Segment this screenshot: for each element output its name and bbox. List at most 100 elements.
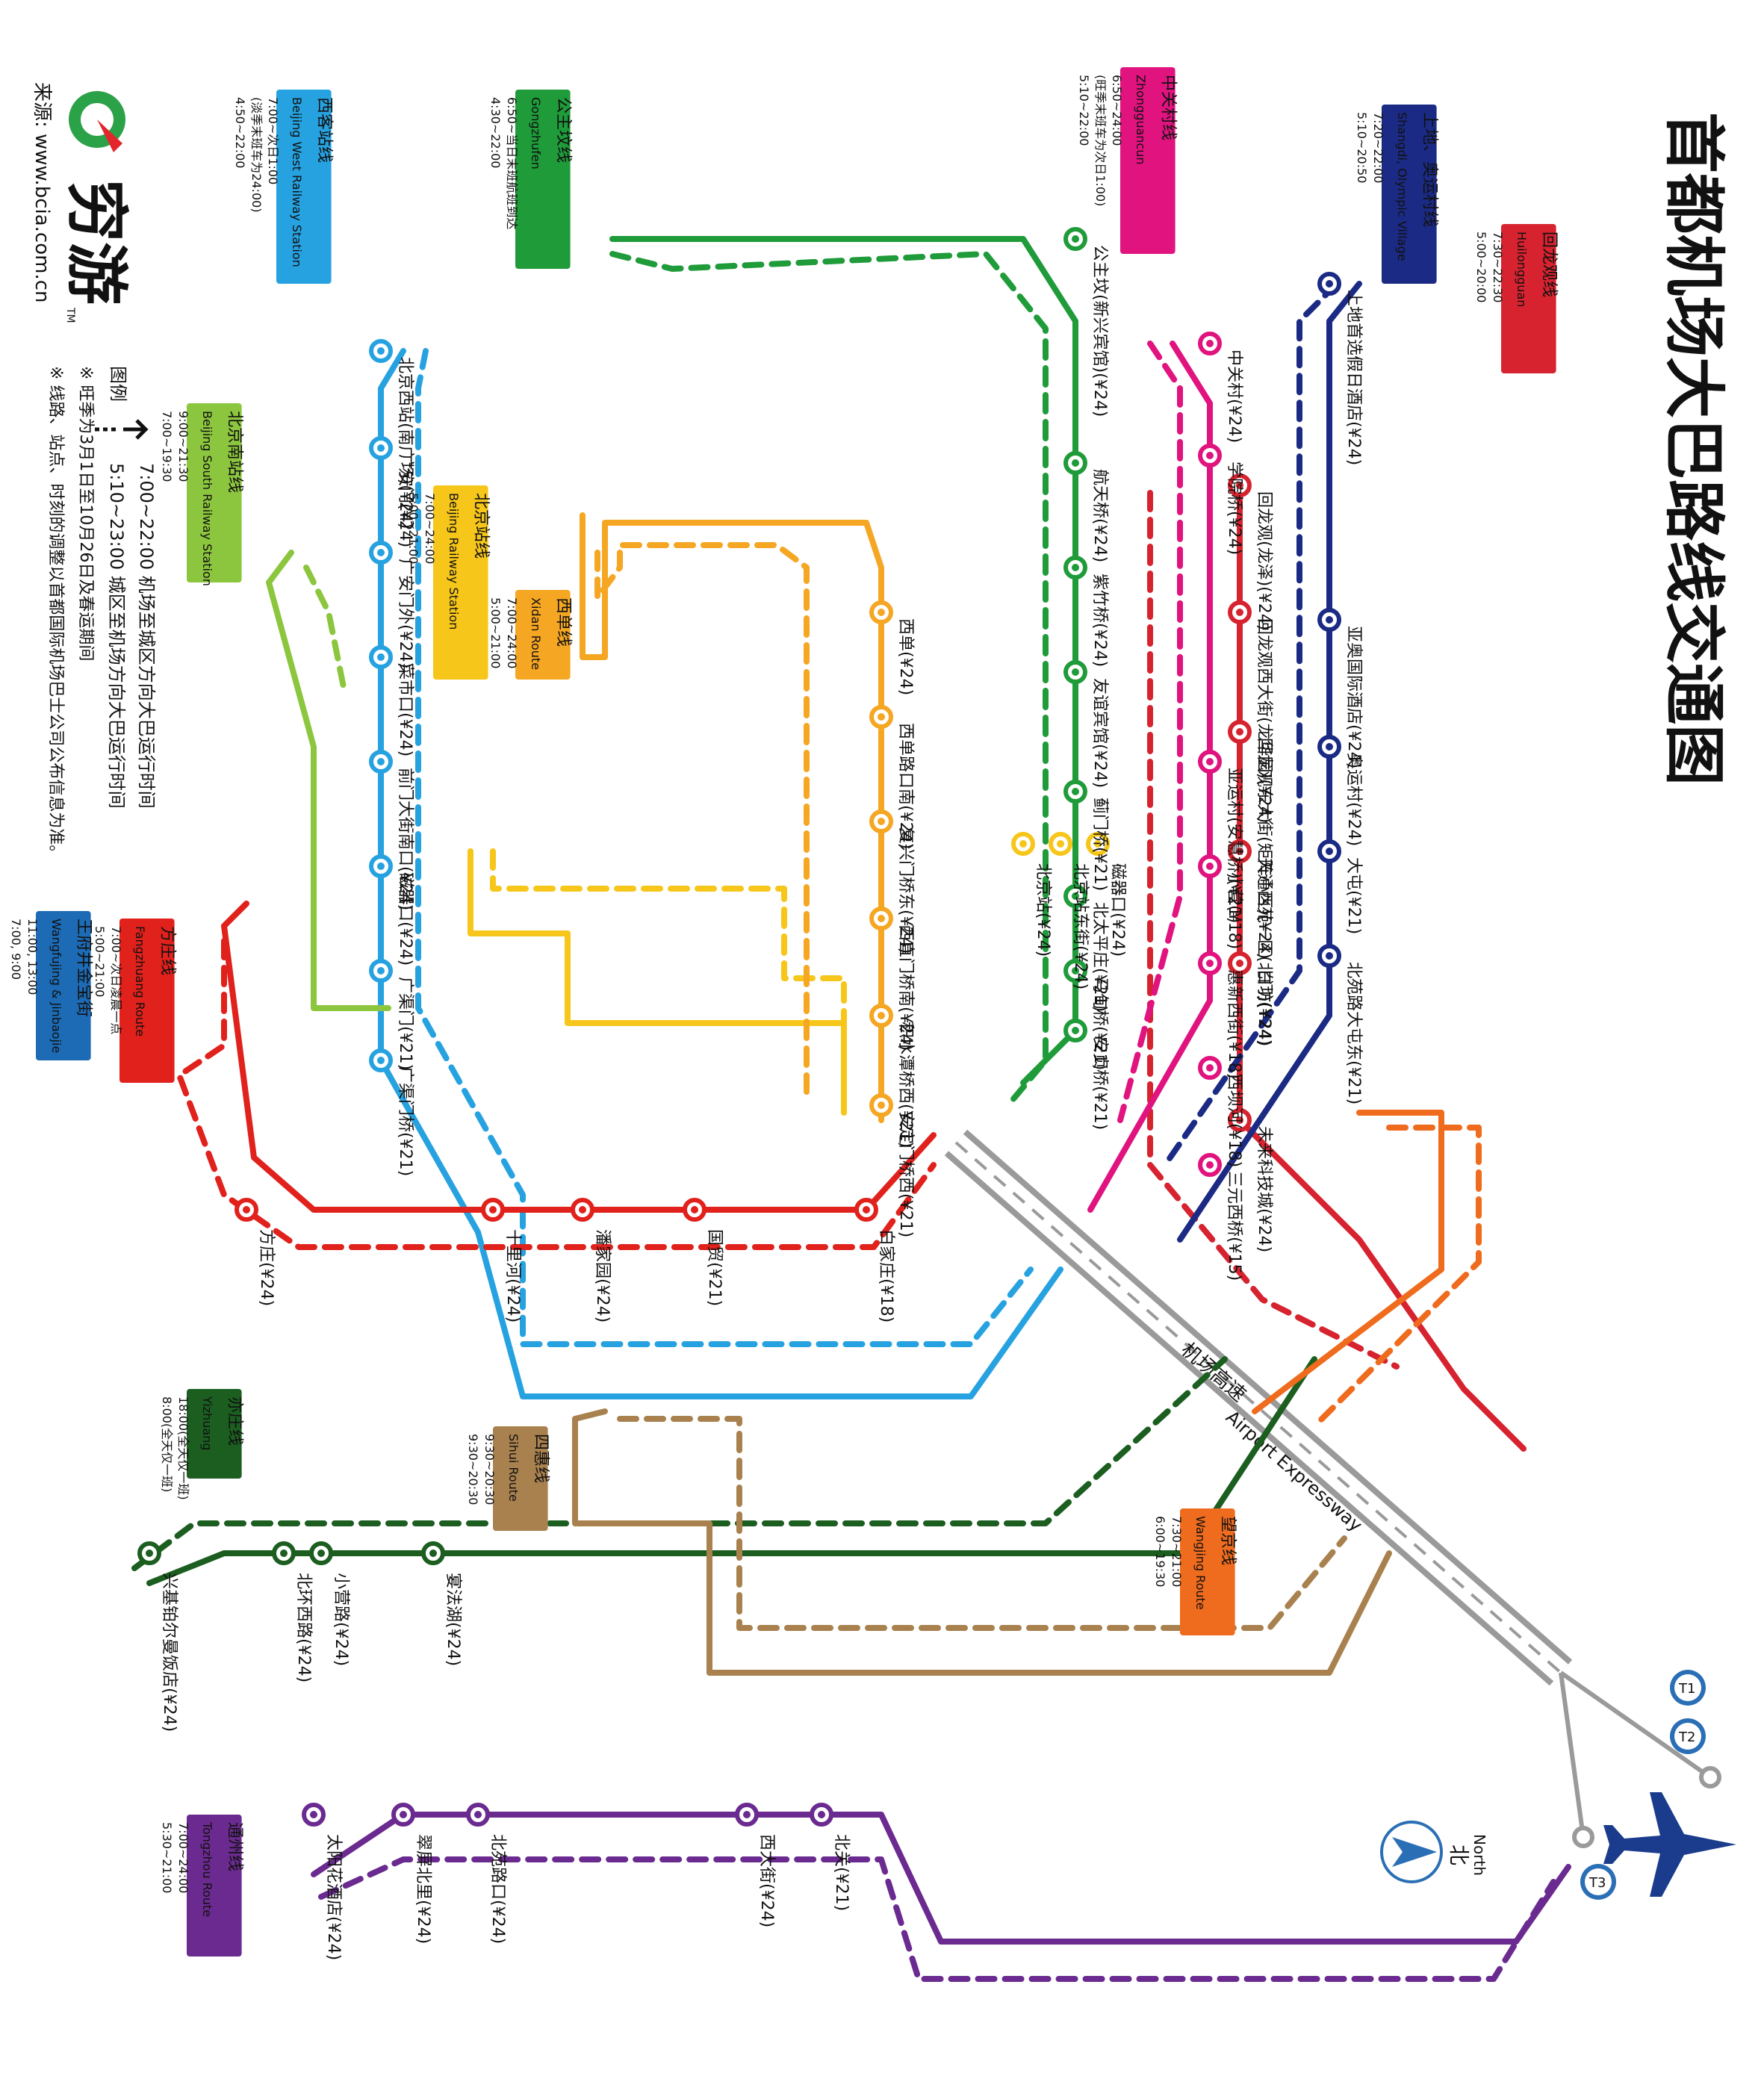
- tongzhou-route-box[interactable]: [187, 1815, 242, 1957]
- wangjing-route-to-airport: [1311, 1125, 1482, 1429]
- station-dot-core: [1072, 459, 1079, 467]
- station-dot-core: [878, 818, 885, 825]
- wangjing-route-from-airport: [1252, 1110, 1444, 1414]
- huilongguan-route-to-airport: [1147, 490, 1400, 1370]
- xidan-route-to-airport: [594, 542, 810, 1101]
- station-dot-core: [377, 549, 385, 556]
- station-label: 安定门桥西(¥21): [896, 1111, 915, 1237]
- station-dot-core: [1206, 960, 1214, 967]
- station-dot-core: [243, 1206, 250, 1213]
- station-dot-core: [1206, 758, 1214, 765]
- source-text: 来源: www.bcia.com.cn: [31, 82, 53, 302]
- station-dot-core: [1206, 1161, 1214, 1169]
- xizhan-route-time: 4:50~22:00: [233, 97, 247, 168]
- gongzhufen-route-name: 公主坟线: [554, 97, 573, 163]
- shangdi-route-time: 7:20~22:00: [1371, 112, 1385, 183]
- tongzhou-route-time: 5:30~21:00: [160, 1822, 174, 1893]
- station-dot-core: [377, 863, 385, 870]
- beijingzhan-route-box[interactable]: [433, 485, 488, 680]
- beijingzhan-route-time: 5:00~21:00: [406, 493, 420, 564]
- station-label: 广安门(¥24): [396, 454, 414, 547]
- fangzhuang-route-name-en: Fangzhuang Route: [133, 926, 147, 1036]
- station-label: 西坝河(¥18): [1225, 1074, 1243, 1167]
- huilongguan-route-name-en: Huilongguan: [1515, 231, 1529, 307]
- station-dot-core: [310, 1811, 317, 1818]
- station-label: 翠屏北里(¥24): [414, 1834, 432, 1944]
- yizhuang-route-to-airport: [131, 1356, 1228, 1571]
- huilongguan-route-box[interactable]: [1501, 224, 1556, 373]
- wangjing-route-box[interactable]: [1180, 1508, 1235, 1635]
- xidan-route-box[interactable]: [515, 590, 571, 680]
- station-label: 白家庄(¥18): [877, 1229, 895, 1323]
- station-dot-core: [1236, 848, 1243, 855]
- zhongguancun-route-time: (旺季末班车为次日1:00): [1093, 75, 1108, 206]
- station-label: 天通西苑一区(北门)(¥24): [1255, 857, 1273, 1045]
- zhongguancun-route-box[interactable]: [1120, 67, 1176, 254]
- nanzhan-route-time: 7:00~19:30: [160, 411, 174, 482]
- zhongguancun-route-time: 5:10~22:00: [1077, 75, 1091, 146]
- station-label: 菜市口(¥24): [396, 663, 414, 756]
- nanzhan-route-box[interactable]: [187, 403, 242, 582]
- station-dot-core: [878, 1101, 885, 1109]
- station-label: 宴法湖(¥24): [444, 1573, 462, 1666]
- station-dot-core: [878, 713, 885, 721]
- fangzhuang-route-time: 7:00~次日凌晨一点: [109, 926, 123, 1034]
- station-dot-core: [818, 1811, 825, 1818]
- sihui-route-to-airport: [617, 1416, 1347, 1631]
- wangfujing-route-name: 王府井金宝街: [75, 919, 93, 1017]
- station-dot-core: [1072, 564, 1079, 571]
- station-label: 潘家园(¥24): [593, 1229, 612, 1323]
- station-label: 复兴门桥东(¥24): [896, 827, 915, 954]
- xizhan-route-name: 西客站线: [315, 97, 334, 163]
- station-dot-core: [1072, 668, 1079, 676]
- zhongguancun-route-from-airport: [1087, 341, 1213, 1213]
- wangfujing-route-box[interactable]: [36, 911, 91, 1060]
- zhongguancun-route-to-airport: [1117, 341, 1183, 1123]
- shangdi-route-box[interactable]: [1382, 105, 1437, 284]
- station-label: 西单路口南(¥24): [896, 723, 915, 849]
- station-dot-core: [1326, 743, 1333, 750]
- station-dot-core: [743, 1811, 751, 1818]
- legend-solid: 7:00~22:00 机场至城区方向大巴运行时间: [136, 463, 157, 809]
- legend: 图例 7:00~22:00 机场至城区方向大巴运行时间 5:10~23:00 城…: [46, 366, 157, 861]
- station-dot-core: [1326, 848, 1333, 855]
- brand-logo: 穷游 TM: [60, 91, 133, 323]
- yizhuang-route-time: 18:00(全天仅一班): [176, 1396, 190, 1500]
- map-title: 首都机场大巴路线交通图: [1658, 112, 1729, 786]
- station-dot-core: [878, 609, 885, 616]
- fangzhuang-route-time: 5:00~21:00: [93, 926, 107, 997]
- station-label: 回龙观东大街(矩阵小区)(¥24): [1255, 738, 1273, 959]
- station-dot-core: [377, 967, 385, 975]
- nanzhan-route-from-airport: [266, 550, 391, 1011]
- sihui-route-box[interactable]: [493, 1426, 548, 1531]
- terminal-t2[interactable]: T2: [1670, 1718, 1706, 1754]
- nanzhan-route-name-en: Beijing South Railway Station: [200, 411, 214, 586]
- station-label: 未来科技城(¥24): [1255, 1126, 1273, 1252]
- xizhan-route-box[interactable]: [276, 90, 332, 284]
- wangfujing-route-time: 11:00, 13:00: [25, 919, 40, 995]
- airplane-icon: [1603, 1792, 1736, 1897]
- gongzhufen-route-time: 4:30~22:00: [488, 97, 503, 168]
- sihui-route-from-airport: [572, 1408, 1392, 1676]
- xidan-route-name: 西单线: [554, 597, 573, 647]
- sihui-route-time: 9:30~20:30: [482, 1434, 497, 1505]
- zhongguancun-route-name-en: Zhongguancun: [1134, 75, 1148, 165]
- station-dot-core: [377, 653, 385, 661]
- sihui-route-name: 四惠线: [532, 1434, 550, 1483]
- station-dot-core: [1236, 1116, 1243, 1124]
- station-label: 北京站东街(¥24): [1071, 863, 1090, 989]
- xidan-route-from-airport: [580, 512, 884, 1123]
- station-dot-core: [1236, 960, 1243, 967]
- tongzhou-route-time: 7:00~24:00: [176, 1822, 190, 1893]
- fangzhuang-route-box[interactable]: [119, 919, 175, 1083]
- terminal-t1[interactable]: T1: [1670, 1670, 1706, 1706]
- station-dot-core: [1072, 788, 1079, 795]
- station-label: 前门大街南口(¥24): [396, 768, 414, 910]
- station-dot-core: [1206, 1064, 1214, 1072]
- yizhuang-route-box[interactable]: [187, 1389, 242, 1479]
- terminal-t3[interactable]: T3: [1580, 1864, 1616, 1900]
- gongzhufen-route-box[interactable]: [515, 90, 571, 269]
- station-dot-core: [1057, 840, 1064, 848]
